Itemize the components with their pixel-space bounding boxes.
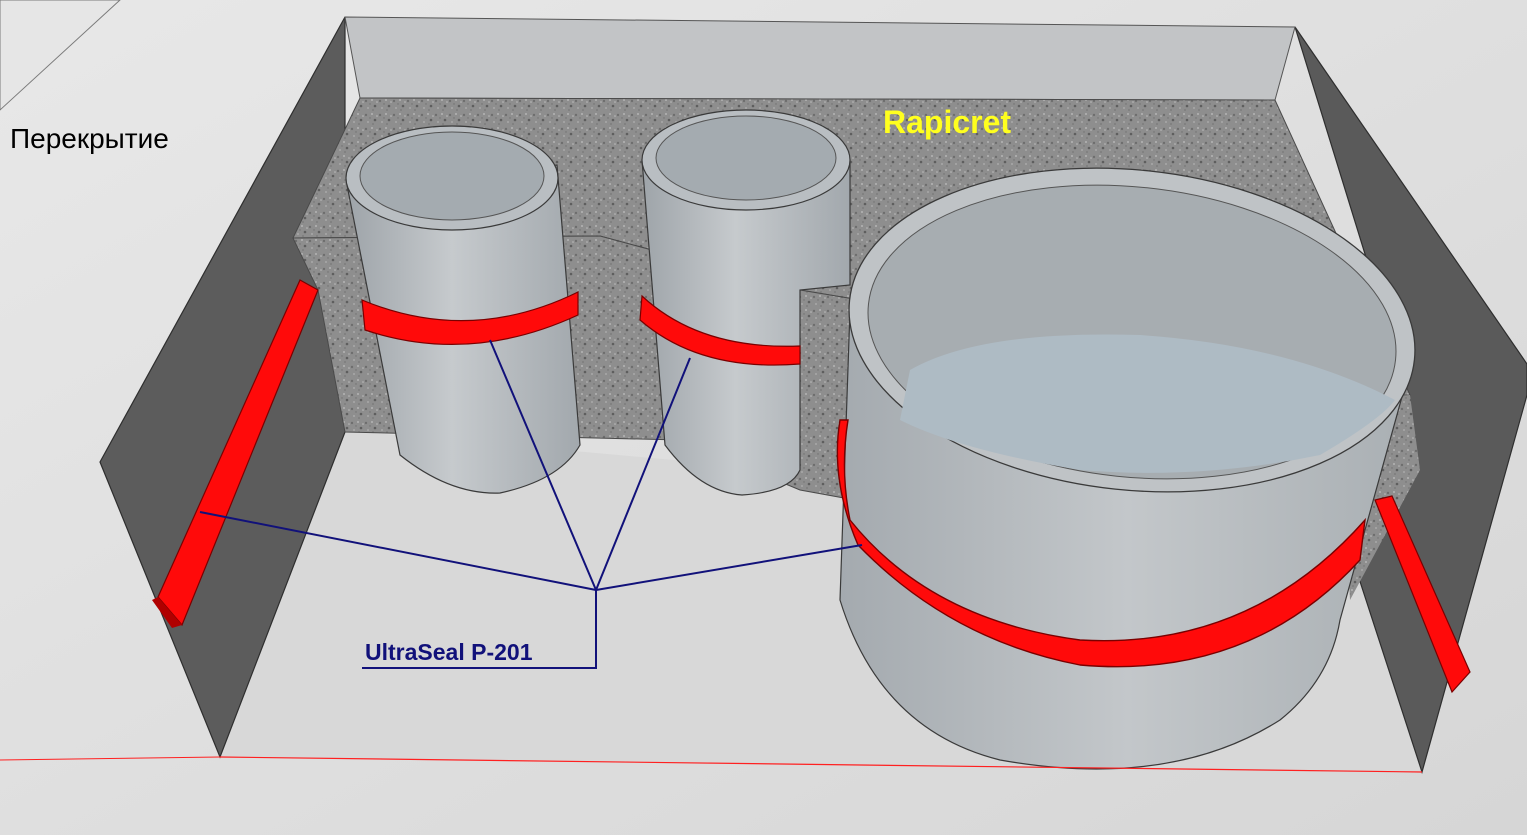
pipe-left <box>345 125 581 494</box>
pipe-left-seal-band <box>361 291 579 345</box>
right-wall-seal-strip <box>1374 495 1471 694</box>
left-wall-seal-strip-side <box>152 597 182 628</box>
pipe-large-seal-band <box>836 419 1366 668</box>
ceiling-label: Перекрытие <box>10 123 169 154</box>
sealant-leader-lines <box>199 339 863 669</box>
pipe-middle-seal-band <box>639 294 801 366</box>
back-wall <box>344 16 1296 101</box>
floor-edge-line <box>219 756 1423 773</box>
floor-edge-line-left <box>0 756 221 761</box>
rapicret-label: Rapicret <box>883 104 1011 140</box>
ceiling-slab-top-edge <box>0 0 121 111</box>
water-surface <box>900 334 1395 473</box>
sealant-label: UltraSeal P-201 <box>365 639 533 665</box>
pipe-large <box>836 167 1416 770</box>
pipe-middle <box>639 109 851 496</box>
